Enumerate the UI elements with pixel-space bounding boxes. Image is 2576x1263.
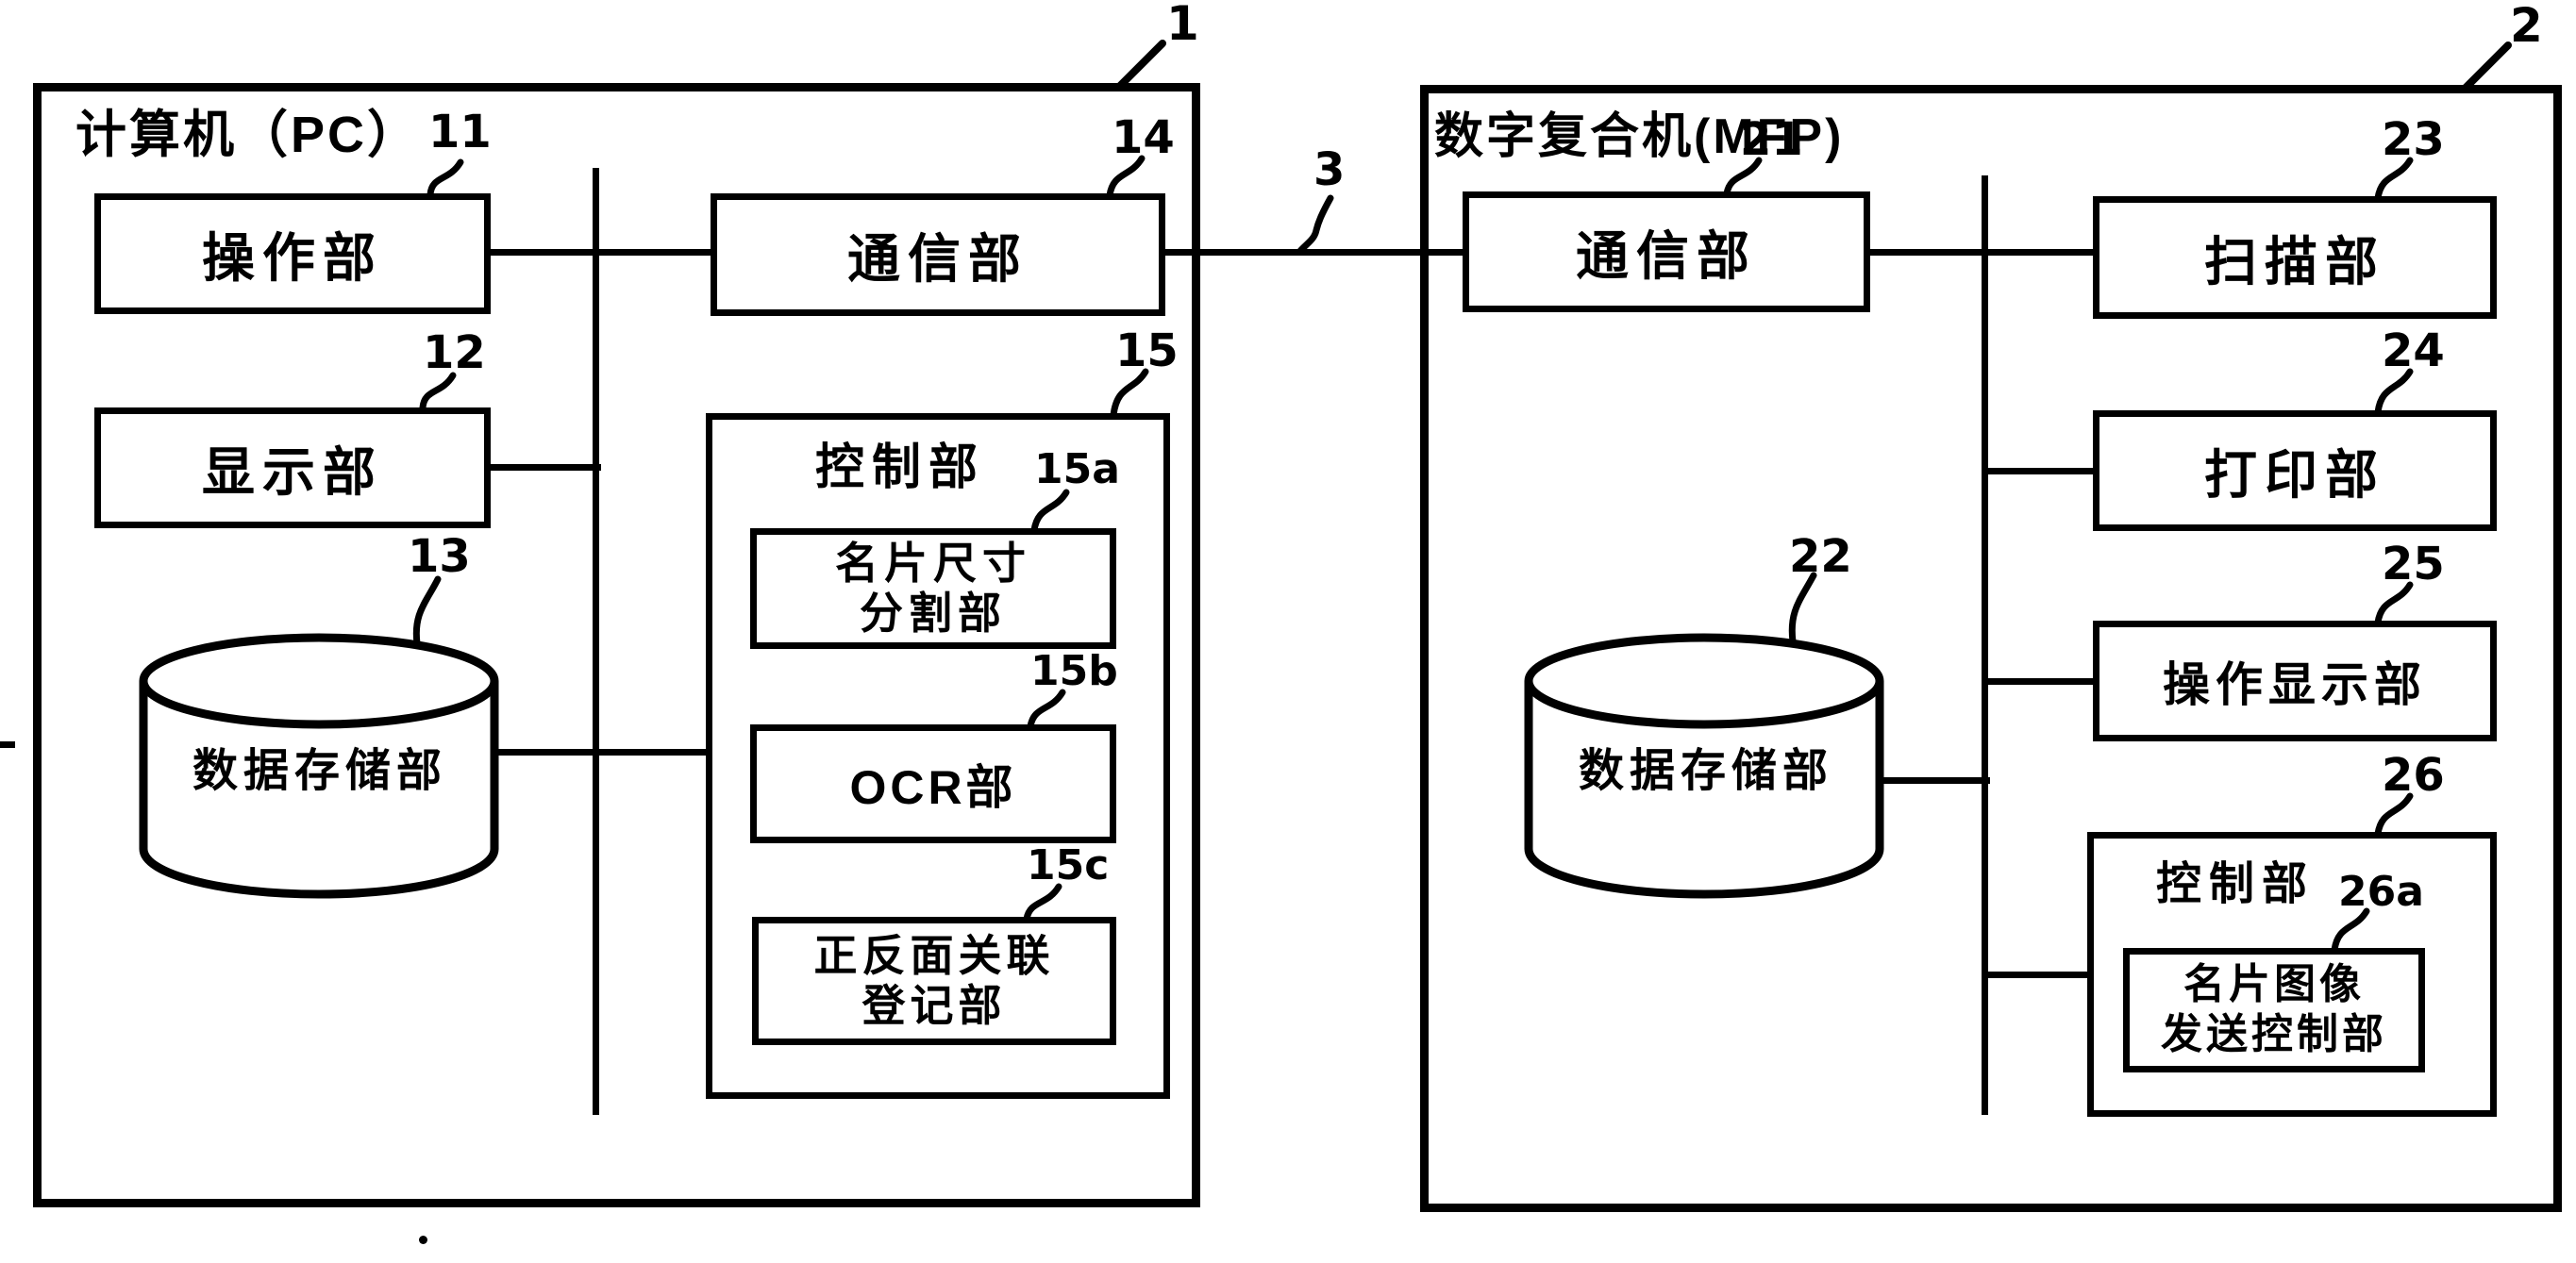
ref-label-15b: 15b: [1030, 651, 1118, 692]
pc-display-unit-label: 显示部: [202, 430, 383, 507]
mfp-printer-unit-box: 打印部: [2093, 410, 2497, 531]
pc-operation-unit-label: 操作部: [202, 216, 383, 292]
ref-label-24: 24: [2382, 328, 2445, 374]
ref-label-15a: 15a: [1034, 449, 1120, 490]
mfp-storage-unit-label: 数据存储部: [1532, 738, 1880, 794]
pc-card-size-division-label-line1: 名片尺寸: [835, 539, 1031, 589]
pc-display-unit-box: 显示部: [94, 407, 491, 528]
pc-system-title: 计算机（PC）: [75, 92, 421, 167]
mfp-printer-unit-label: 打印部: [2204, 433, 2385, 509]
pc-card-size-division-label-line2: 分割部: [860, 589, 1007, 639]
leader-line-ref-2: [2465, 45, 2508, 89]
ref-label-13: 13: [408, 534, 471, 579]
mfp-operation-display-unit-box: 操作显示部: [2093, 621, 2497, 741]
mfp-communication-unit-box: 通信部: [1463, 191, 1870, 312]
ref-label-15c: 15c: [1027, 845, 1109, 887]
leader-line-ref-3: [1300, 198, 1330, 251]
pc-card-size-division-box: 名片尺寸 分割部: [750, 528, 1116, 649]
pc-communication-unit-label: 通信部: [847, 217, 1029, 293]
mfp-scanner-unit-label: 扫描部: [2204, 220, 2385, 296]
mfp-card-image-send-control-label-line1: 名片图像: [2183, 960, 2365, 1010]
pc-front-back-registration-label-line2: 登记部: [862, 981, 1007, 1031]
ref-label-14: 14: [1112, 115, 1175, 160]
ref-label-15: 15: [1115, 328, 1179, 374]
ref-label-11: 11: [428, 109, 492, 155]
ref-label-23: 23: [2382, 117, 2445, 162]
mfp-card-image-send-control-box: 名片图像 发送控制部: [2123, 948, 2425, 1072]
stray-dot-mark: [419, 1236, 427, 1244]
pc-operation-unit-box: 操作部: [94, 193, 491, 314]
ref-label-26: 26: [2382, 753, 2445, 798]
pc-front-back-registration-label-line1: 正反面关联: [814, 931, 1055, 981]
leader-line-ref-1: [1119, 43, 1163, 87]
mfp-control-unit-label: 控制部: [2094, 846, 2490, 912]
ref-label-12: 12: [423, 330, 486, 375]
pc-front-back-registration-box: 正反面关联 登记部: [752, 917, 1116, 1045]
pc-ocr-unit-box: OCR部: [750, 724, 1116, 843]
mfp-card-image-send-control-label-line2: 发送控制部: [2161, 1010, 2387, 1060]
ref-label-22: 22: [1789, 534, 1852, 579]
stray-dash-mark: [0, 741, 15, 748]
mfp-operation-display-unit-label: 操作显示部: [2163, 647, 2427, 715]
ref-label-3: 3: [1313, 147, 1345, 192]
mfp-communication-unit-label: 通信部: [1576, 214, 1757, 291]
pc-communication-unit-box: 通信部: [711, 193, 1165, 316]
ref-label-2: 2: [2510, 2, 2543, 49]
ref-label-21: 21: [1740, 117, 1803, 162]
pc-storage-unit-label: 数据存储部: [149, 738, 491, 794]
pc-ocr-unit-label: OCR部: [849, 750, 1016, 818]
ref-label-1: 1: [1166, 0, 1199, 47]
ref-label-26a: 26a: [2338, 872, 2424, 913]
mfp-scanner-unit-box: 扫描部: [2093, 196, 2497, 319]
ref-label-25: 25: [2382, 541, 2445, 587]
